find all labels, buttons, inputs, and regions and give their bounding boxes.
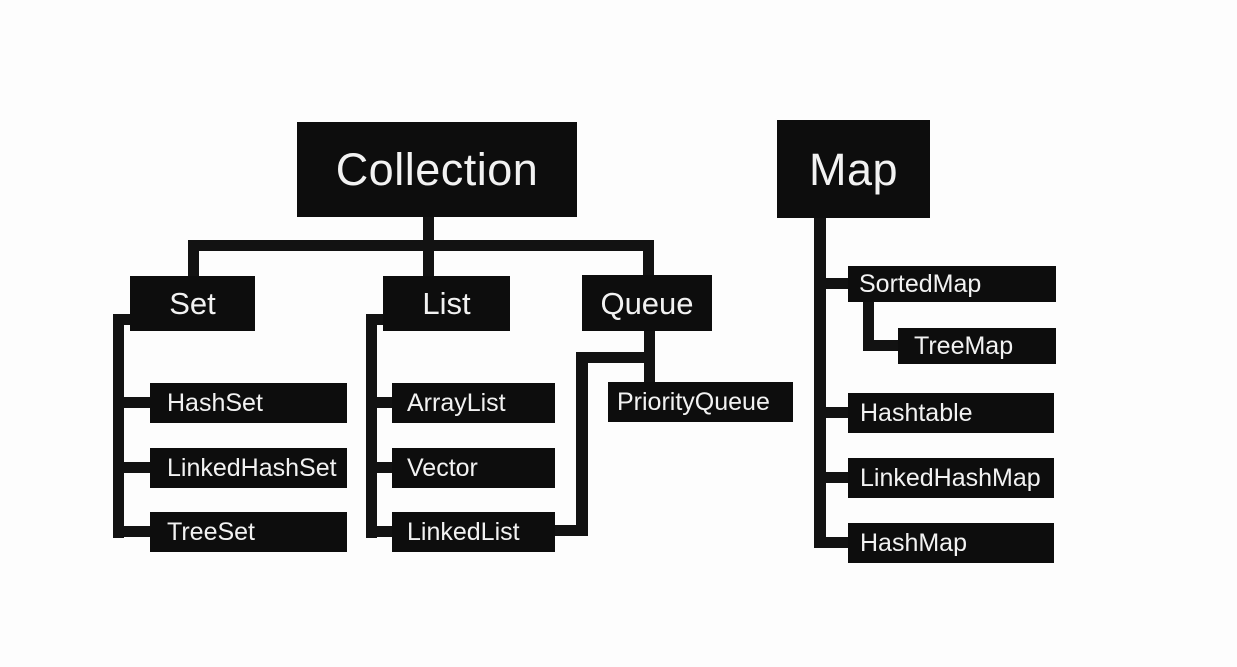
connector-map-hashmap [814,537,848,548]
node-treeset: TreeSet [150,512,347,552]
node-hashmap-label: HashMap [860,528,967,557]
connector-sortedmap-vertical [863,300,874,351]
node-collection-label: Collection [335,144,539,195]
node-list-label: List [422,286,471,321]
node-hashset-label: HashSet [167,388,263,417]
node-linkedhashmap: LinkedHashMap [848,458,1054,498]
node-treemap: TreeMap [898,328,1056,364]
node-collection: Collection [297,122,577,217]
connector-set-vertical [113,314,124,538]
connector-drop-list [423,246,434,278]
node-sortedmap-label: SortedMap [859,269,982,298]
node-set: Set [130,276,255,331]
node-hashtable: Hashtable [848,393,1054,433]
node-linkedhashset-label: LinkedHashSet [167,453,337,482]
connector-collection-children-bar [188,240,654,251]
node-hashtable-label: Hashtable [860,398,973,427]
connector-map-sortedmap [814,278,848,289]
connector-collection-stem [423,217,434,246]
connector-set-hashset [113,397,153,408]
connector-list-vector [366,462,395,473]
node-hashmap: HashMap [848,523,1054,563]
connector-queue-branch [576,352,655,363]
node-sortedmap: SortedMap [848,266,1056,302]
connector-map-hashtable [814,407,848,418]
node-map-label: Map [808,143,899,195]
connector-queue-linkedlist [552,525,588,536]
node-queue: Queue [582,275,712,331]
node-priorityqueue: PriorityQueue [608,382,793,422]
node-vector: Vector [392,448,555,488]
node-treemap-label: TreeMap [914,331,1014,360]
connector-map-stem [814,218,826,548]
node-linkedlist: LinkedList [392,512,555,552]
node-priorityqueue-label: PriorityQueue [617,387,770,416]
connector-sortedmap-treemap [863,340,898,351]
node-arraylist: ArrayList [392,383,555,423]
node-set-label: Set [169,286,216,321]
connector-drop-set [188,240,199,278]
node-linkedlist-label: LinkedList [407,517,520,546]
connector-queue-vertical [576,352,588,536]
connector-list-linkedlist [366,526,395,537]
connector-list-arraylist [366,397,395,408]
connector-list-vertical [366,314,377,538]
node-arraylist-label: ArrayList [407,388,506,417]
node-vector-label: Vector [407,453,478,482]
connector-set-linkedhashset [113,462,153,473]
connector-drop-queue [643,240,654,277]
node-map: Map [777,120,930,218]
node-hashset: HashSet [150,383,347,423]
node-linkedhashmap-label: LinkedHashMap [860,463,1041,492]
connector-set-treeset [113,526,153,537]
node-queue-label: Queue [600,285,694,321]
node-linkedhashset: LinkedHashSet [150,448,347,488]
connector-map-linkedhashmap [814,472,848,483]
node-list: List [383,276,510,331]
node-treeset-label: TreeSet [167,517,256,546]
